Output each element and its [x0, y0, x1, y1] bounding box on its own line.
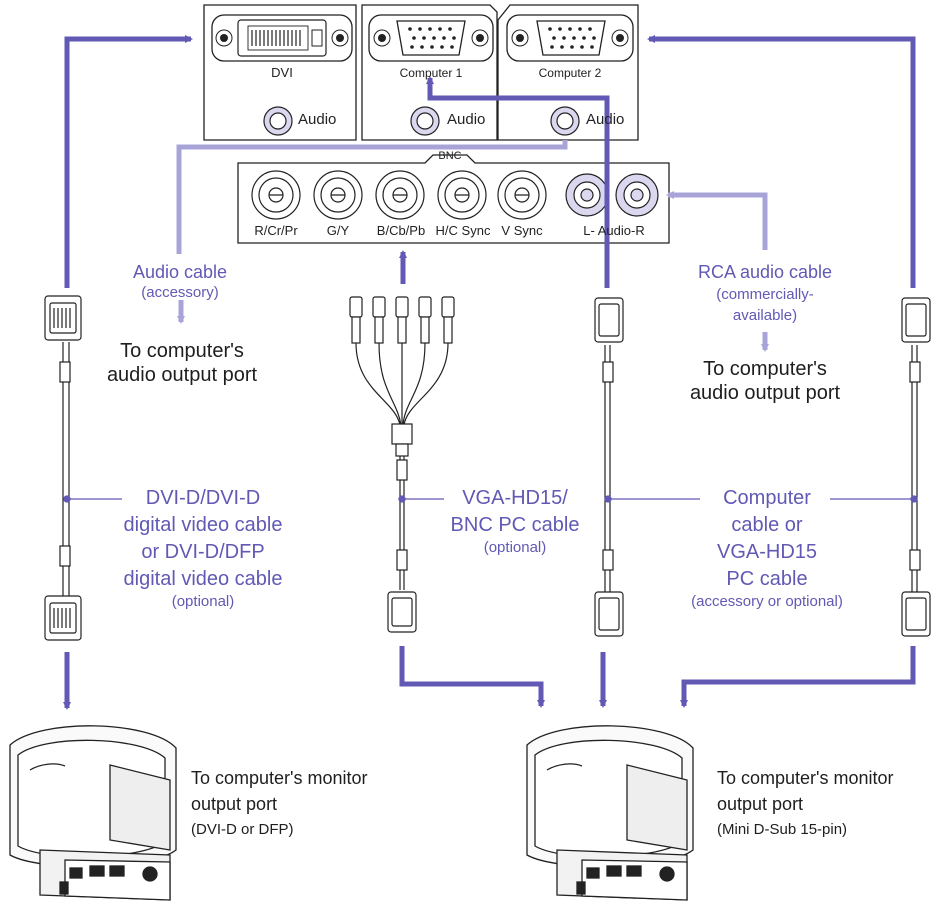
audio-cable-name: Audio cable — [132, 262, 228, 282]
monitor-right-line2: output port — [717, 794, 804, 814]
bnc-connector-label: R/Cr/Pr — [254, 223, 298, 238]
bnc-cable-graphic — [349, 296, 455, 633]
computer1-port-panel — [361, 4, 498, 141]
bnc-cable-note: (optional) — [483, 539, 547, 556]
dvi-port-panel — [203, 4, 357, 141]
dvi-cable-line3: or DVI-D/DFP — [141, 541, 265, 563]
dvi-cable-line4: digital video cable — [123, 568, 283, 590]
bnc-connector-label: B/Cb/Pb — [376, 223, 426, 238]
audio-dest-line1: To computer's — [120, 340, 244, 362]
monitor-right-line1: To computer's monitor — [717, 768, 894, 788]
computer1-port-label: Computer 1 — [399, 66, 463, 80]
dvi-audio-label: Audio — [298, 111, 337, 128]
computer-cable-line4: PC cable — [726, 568, 808, 590]
bnc-port-panel — [237, 154, 670, 244]
computer2-port-panel — [497, 4, 639, 141]
video-arrows — [63, 35, 916, 710]
dvi-cable-line2: digital video cable — [123, 514, 283, 536]
computer2-cable-graphic — [901, 297, 931, 637]
dvi-cable-graphic — [44, 295, 82, 641]
leader-lines — [63, 495, 918, 503]
rca-cable-note-2: available) — [732, 307, 798, 324]
dvi-cable-note: (optional) — [171, 593, 235, 610]
monitor-left-note: (DVI-D or DFP) — [191, 821, 294, 838]
dvi-cable-line1: DVI-D/DVI-D — [145, 487, 261, 509]
bnc-audio-label: L- Audio-R — [583, 223, 645, 238]
monitor-left-line2: output port — [191, 794, 278, 814]
rca-dest-line2: audio output port — [689, 382, 841, 404]
dvi-port-label: DVI — [271, 65, 293, 80]
computer-cable-line2: cable or — [731, 514, 803, 536]
rca-dest-line1: To computer's — [703, 358, 827, 380]
bnc-connector-label: H/C Sync — [435, 223, 491, 238]
rca-cable-note-1: (commercially- — [716, 286, 814, 303]
computer2-port-label: Computer 2 — [538, 66, 602, 80]
monitor-right-icon — [526, 725, 694, 901]
bnc-cable-line2: BNC PC cable — [450, 514, 580, 536]
monitor-left-icon — [9, 725, 177, 901]
computer1-audio-label: Audio — [447, 111, 486, 128]
computer2-audio-label: Audio — [586, 111, 625, 128]
computer-cable-line1: Computer — [723, 487, 811, 509]
bnc-panel-label: BNC — [438, 150, 462, 162]
audio-arrows — [176, 140, 769, 352]
audio-cable-note: (accessory) — [141, 284, 219, 301]
bnc-cable-line1: VGA-HD15/ — [462, 487, 568, 509]
computer-cable-graphic — [594, 297, 624, 637]
audio-dest-line2: audio output port — [106, 364, 258, 386]
monitor-right-note: (Mini D-Sub 15-pin) — [717, 821, 848, 838]
bnc-connector-label: V Sync — [501, 223, 543, 238]
rca-cable-name: RCA audio cable — [697, 262, 833, 282]
computer-cable-note: (accessory or optional) — [691, 593, 843, 610]
monitor-left-line1: To computer's monitor — [191, 768, 368, 788]
computer-cable-line3: VGA-HD15 — [716, 541, 818, 563]
bnc-connector-label: G/Y — [326, 223, 350, 238]
